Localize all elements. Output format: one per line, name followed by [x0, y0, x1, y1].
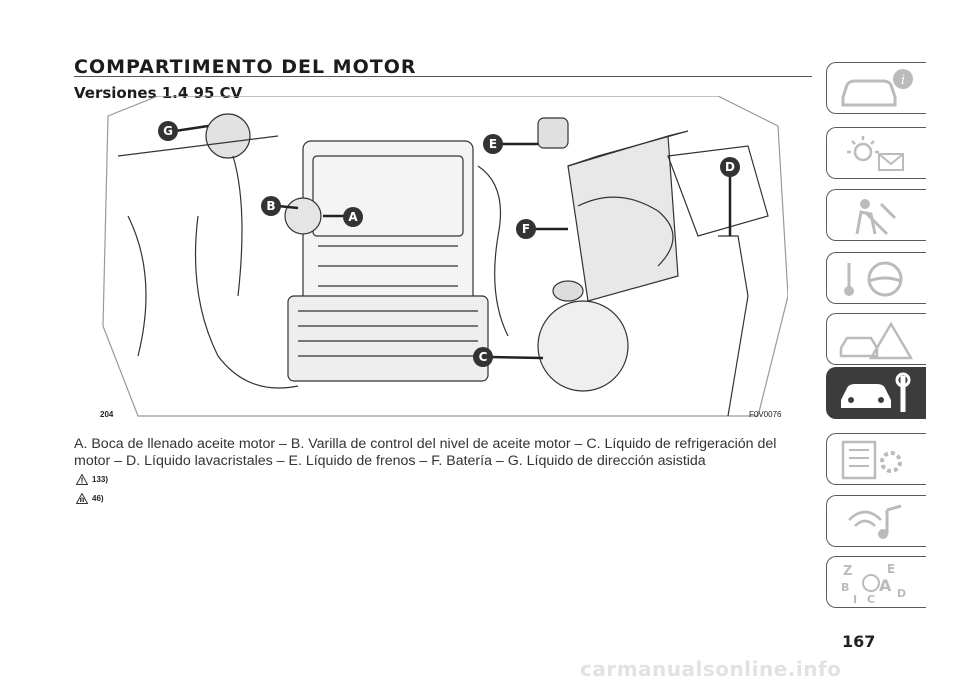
callout-e: E	[489, 137, 497, 151]
page-number: 167	[842, 632, 876, 651]
page-title: COMPARTIMENTO DEL MOTOR	[74, 56, 417, 78]
figure-number: 204	[100, 410, 114, 419]
tab-multimedia[interactable]	[826, 495, 926, 547]
tab-car-info[interactable]: i	[826, 62, 926, 114]
section-subtitle: Versiones 1.4 95 CV	[74, 84, 243, 102]
dashboard-lights-icon	[847, 136, 904, 171]
warning-triangle-icon	[76, 474, 88, 485]
car-info-icon: i	[841, 69, 913, 107]
emergency-breakdown-icon	[839, 321, 914, 360]
warning-reference[interactable]: 133)	[76, 474, 108, 485]
svg-text:C: C	[867, 593, 875, 605]
callout-d: D	[725, 160, 735, 174]
callout-b: B	[266, 199, 275, 213]
caution-hand-icon	[76, 493, 88, 504]
tab-starting-driving[interactable]	[826, 252, 926, 304]
svg-text:E: E	[887, 562, 895, 576]
figure-caption: A. Boca de llenado aceite motor – B. Var…	[74, 436, 777, 469]
tab-maintenance[interactable]	[826, 367, 926, 419]
figure-code: F0V0076	[749, 410, 782, 419]
tab-dashboard-lights[interactable]	[826, 127, 926, 179]
watermark: carmanualsonline.info	[580, 657, 842, 681]
svg-text:B: B	[841, 581, 849, 594]
svg-text:i: i	[901, 73, 905, 88]
tab-safety[interactable]	[826, 189, 926, 241]
tab-emergency[interactable]	[826, 313, 926, 365]
safety-airbag-icon	[855, 199, 897, 236]
technical-data-icon	[841, 440, 902, 480]
callout-a: A	[348, 210, 358, 224]
callout-f: F	[522, 222, 530, 236]
maintenance-car-wrench-icon	[841, 372, 911, 412]
svg-text:Z: Z	[843, 564, 852, 579]
steering-wheel-key-icon	[844, 261, 903, 297]
callout-c: C	[479, 350, 488, 364]
tab-technical-data[interactable]	[826, 433, 926, 485]
callout-g: G	[163, 124, 173, 138]
svg-text:I: I	[853, 593, 857, 605]
svg-text:D: D	[897, 587, 906, 600]
caution-ref-label: 46)	[92, 494, 104, 503]
engine-compartment-illustration: G E D B A F C	[102, 96, 788, 417]
caution-reference[interactable]: 46)	[76, 493, 104, 504]
multimedia-icon	[848, 504, 902, 539]
title-divider	[74, 76, 812, 77]
svg-text:A: A	[879, 576, 892, 595]
warning-ref-label: 133)	[92, 475, 109, 484]
